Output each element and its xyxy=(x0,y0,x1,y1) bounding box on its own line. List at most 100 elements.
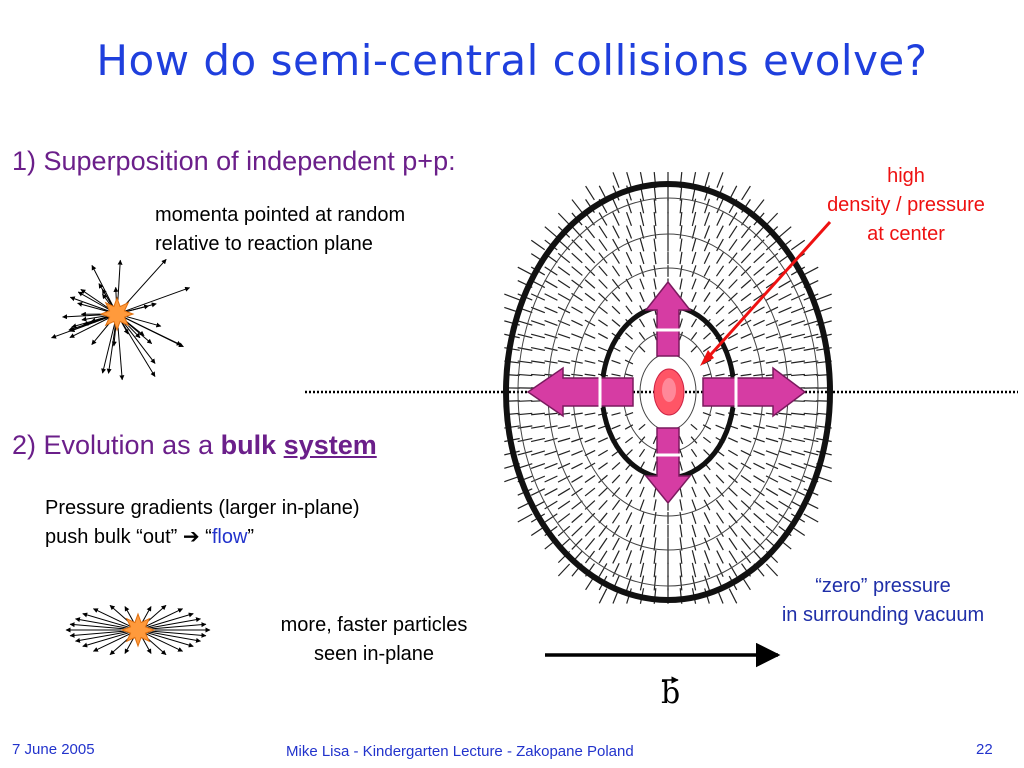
field-arrow xyxy=(584,360,596,364)
field-arrow xyxy=(728,487,738,497)
field-arrow xyxy=(778,513,792,523)
field-arrow xyxy=(691,318,697,328)
field-arrow xyxy=(679,265,683,277)
field-arrow xyxy=(790,425,806,429)
burst-center xyxy=(99,296,135,332)
field-arrow xyxy=(625,537,633,551)
field-arrow xyxy=(598,474,608,484)
field-arrow xyxy=(740,279,752,289)
section2-description: Pressure gradients (larger in-plane) pus… xyxy=(45,494,360,552)
field-arrow xyxy=(571,525,583,537)
field-arrow xyxy=(803,400,819,402)
field-arrow xyxy=(584,252,596,264)
field-arrow xyxy=(790,450,806,456)
field-arrow xyxy=(753,252,765,264)
field-arrow xyxy=(653,511,657,525)
field-arrow xyxy=(571,538,583,550)
high-density-pointer xyxy=(702,220,832,364)
field-arrow xyxy=(625,225,633,239)
field-arrow xyxy=(653,499,657,511)
field-arrow xyxy=(625,449,633,457)
field-arrow xyxy=(740,225,752,239)
field-arrow xyxy=(652,331,658,341)
section2-heading: 2) Evolution as a bulk system xyxy=(12,430,377,461)
field-arrow xyxy=(753,306,765,314)
field-arrow xyxy=(557,252,571,264)
field-arrow xyxy=(544,320,558,326)
field-arrow xyxy=(584,550,596,564)
field-arrow xyxy=(597,437,609,443)
field-arrow xyxy=(803,320,819,326)
field-arrow xyxy=(639,537,645,551)
field-arrow xyxy=(584,487,596,497)
field-arrow xyxy=(625,486,633,498)
field-arrow xyxy=(753,487,765,497)
field-arrow xyxy=(728,588,738,604)
field-arrow xyxy=(716,550,724,564)
field-arrow xyxy=(679,278,683,290)
field-arrow xyxy=(679,499,683,511)
field-arrow xyxy=(626,562,632,578)
field-arrow xyxy=(584,333,596,339)
field-arrow xyxy=(625,265,633,277)
field-arrow xyxy=(728,512,738,524)
field-arrow xyxy=(557,360,571,364)
field-arrow xyxy=(571,475,583,483)
field-arrow xyxy=(790,488,806,496)
field-arrow xyxy=(653,461,657,471)
footer-center: Mike Lisa - Kindergarten Lecture - Zakop… xyxy=(286,743,634,760)
center-blob-core xyxy=(662,378,676,402)
field-arrow xyxy=(715,412,725,416)
field-arrow xyxy=(753,225,765,239)
section2-caption-line1: more, faster particles xyxy=(280,614,468,636)
field-arrow xyxy=(557,425,571,429)
field-arrow xyxy=(716,238,724,252)
field-arrow xyxy=(765,266,779,276)
field-arrow xyxy=(571,487,583,497)
field-arrow xyxy=(571,319,583,327)
field-arrow xyxy=(691,486,697,498)
field-arrow xyxy=(611,319,621,327)
field-arrow xyxy=(612,172,620,188)
field-arrow xyxy=(571,279,583,289)
field-arrow xyxy=(765,360,779,364)
field-arrow xyxy=(679,511,683,525)
field-arrow xyxy=(765,293,779,301)
field-arrow xyxy=(611,487,621,497)
field-arrow xyxy=(638,436,646,444)
field-arrow xyxy=(753,333,765,339)
field-arrow xyxy=(612,550,620,564)
field-arrow xyxy=(703,449,711,457)
arrow-gaps xyxy=(598,328,738,457)
field-arrow xyxy=(544,475,558,483)
field-arrow xyxy=(703,305,711,315)
field-arrow xyxy=(691,225,697,239)
field-arrow xyxy=(571,373,583,377)
field-arrow xyxy=(571,306,583,314)
field-arrow xyxy=(691,238,697,252)
field-arrow xyxy=(571,252,583,264)
field-arrow xyxy=(803,373,819,377)
field-arrow xyxy=(598,537,608,551)
high-density-label: high density / pressure at center xyxy=(800,162,1012,249)
field-arrow xyxy=(557,333,571,339)
field-arrow xyxy=(716,225,724,239)
high-label-line3: at center xyxy=(867,223,945,245)
field-arrow xyxy=(597,332,609,340)
field-arrow xyxy=(611,373,621,377)
field-arrow xyxy=(557,525,571,537)
field-arrow xyxy=(740,265,752,277)
field-arrow xyxy=(584,279,596,289)
field-arrow xyxy=(571,412,583,416)
field-arrow xyxy=(704,172,710,188)
field-arrow xyxy=(598,512,608,524)
field-arrow xyxy=(544,293,558,301)
field-arrow xyxy=(740,239,752,251)
pressure-arrow-icon xyxy=(526,280,807,505)
field-arrow xyxy=(557,346,571,352)
field-arrow xyxy=(544,488,558,496)
field-arrow xyxy=(517,450,533,456)
field-arrow xyxy=(504,293,520,301)
field-arrow xyxy=(679,537,683,551)
field-arrow xyxy=(598,252,608,264)
